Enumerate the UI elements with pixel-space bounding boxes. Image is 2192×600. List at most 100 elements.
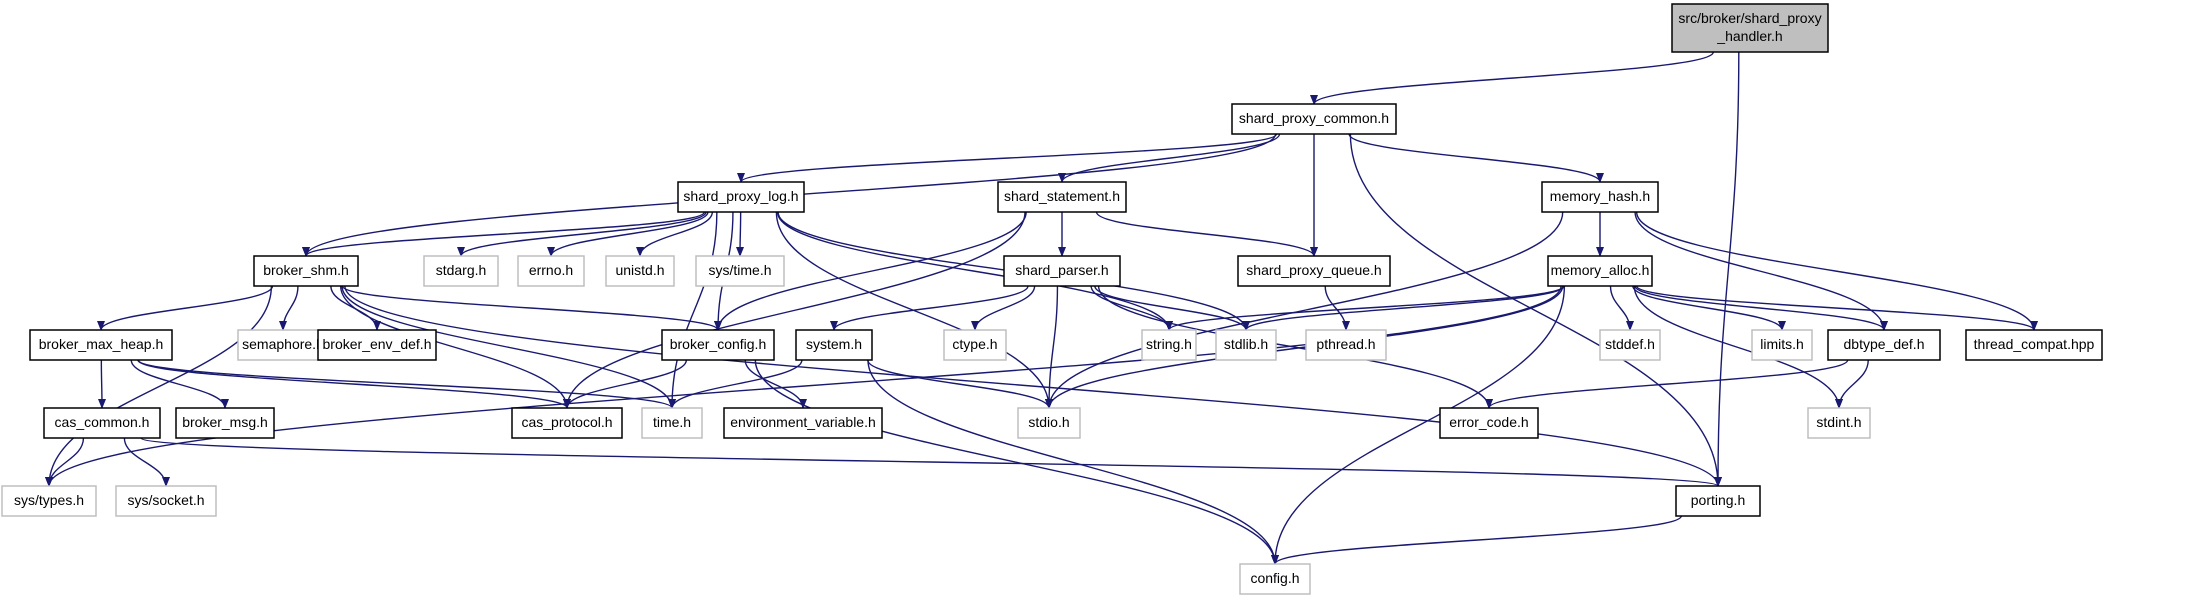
- edge-shard_statement-to-broker_config: [714, 211, 1027, 331]
- edge-cas_common-to-sys_types: [45, 437, 85, 487]
- node-shard_proxy_common[interactable]: shard_proxy_common.h: [1231, 103, 1397, 135]
- edge-broker_config-to-config: [754, 359, 1279, 565]
- node-broker_config[interactable]: broker_config.h: [661, 329, 775, 361]
- edge-memory_alloc-to-stdint: [1633, 285, 1843, 409]
- node-broker_env_def[interactable]: broker_env_def.h: [317, 329, 437, 361]
- node-label: time.h: [653, 414, 691, 430]
- edge-broker_config-to-cas_protocol: [563, 359, 688, 409]
- node-label: shard_proxy_log.h: [683, 188, 798, 204]
- node-label: environment_variable.h: [730, 414, 876, 430]
- node-thread_compat[interactable]: thread_compat.hpp: [1965, 329, 2103, 361]
- node-dbtype_def[interactable]: dbtype_def.h: [1827, 329, 1941, 361]
- node-label: semaphore.h: [242, 336, 324, 352]
- node-box: [1751, 329, 1813, 361]
- node-cas_protocol[interactable]: cas_protocol.h: [511, 407, 623, 439]
- node-label: sys/time.h: [708, 262, 771, 278]
- edge-broker_max_heap-to-broker_msg: [130, 359, 229, 409]
- node-system[interactable]: system.h: [795, 329, 873, 361]
- node-porting[interactable]: porting.h: [1675, 485, 1761, 517]
- edge-broker_shm-to-cas_protocol: [339, 285, 571, 409]
- node-label: errno.h: [529, 262, 573, 278]
- node-broker_shm[interactable]: broker_shm.h: [253, 255, 359, 287]
- node-box: [1239, 563, 1311, 595]
- node-label: broker_max_heap.h: [39, 336, 164, 352]
- edge-broker_shm-to-broker_max_heap: [97, 285, 274, 331]
- edge-shard_proxy_common-to-porting: [1349, 133, 1722, 487]
- edge-shard_proxy_log-to-sys_time: [736, 211, 745, 257]
- node-sys_types: sys/types.h: [1, 485, 97, 517]
- node-label: ctype.h: [952, 336, 997, 352]
- edge-shard_parser-to-error_code: [1097, 285, 1493, 409]
- node-config: config.h: [1239, 563, 1311, 595]
- edge-porting-to-config: [1271, 515, 1683, 565]
- edge-memory_hash-to-stdio: [1045, 211, 1564, 409]
- node-label: stdio.h: [1028, 414, 1069, 430]
- node-broker_msg[interactable]: broker_msg.h: [175, 407, 275, 439]
- node-memory_alloc[interactable]: memory_alloc.h: [1547, 255, 1653, 287]
- node-box: [1541, 181, 1659, 213]
- node-shard_parser[interactable]: shard_parser.h: [1003, 255, 1121, 287]
- node-box: [517, 255, 585, 287]
- node-label: unistd.h: [615, 262, 664, 278]
- edge-shard_proxy_log-to-stdarg: [457, 211, 707, 257]
- node-broker_max_heap[interactable]: broker_max_heap.h: [29, 329, 173, 361]
- node-label: config.h: [1250, 570, 1299, 586]
- node-box: [1671, 3, 1829, 53]
- edge-memory_hash-to-thread_compat: [1635, 211, 2038, 331]
- node-label: porting.h: [1691, 492, 1745, 508]
- edge-shard_proxy_log-to-string: [776, 211, 1173, 331]
- edge-root-to-porting: [1714, 51, 1740, 487]
- edge-dbtype_def-to-error_code: [1485, 359, 1849, 409]
- edge-memory_alloc-to-stdlib: [1242, 285, 1565, 331]
- edge-memory_alloc-to-dbtype_def: [1634, 285, 1888, 331]
- edge-shard_proxy_log-to-time: [668, 211, 718, 409]
- node-box: [423, 255, 499, 287]
- node-label: string.h: [1146, 336, 1192, 352]
- node-stdio: stdio.h: [1017, 407, 1081, 439]
- edge-memory_hash-to-dbtype_def: [1634, 211, 1888, 331]
- node-box: [1017, 407, 1081, 439]
- node-box: [723, 407, 883, 439]
- edge-shard_proxy_log-to-broker_shm: [302, 211, 706, 257]
- node-shard_statement[interactable]: shard_statement.h: [997, 181, 1127, 213]
- node-label: _handler.h: [1716, 28, 1782, 44]
- edge-broker_max_heap-to-cas_protocol: [137, 359, 571, 409]
- node-box: [43, 407, 161, 439]
- node-box: [29, 329, 173, 361]
- edge-system-to-config: [867, 359, 1279, 565]
- node-box: [1807, 407, 1871, 439]
- node-box: [641, 407, 703, 439]
- node-label: broker_msg.h: [182, 414, 268, 430]
- node-unistd: unistd.h: [605, 255, 675, 287]
- node-string: string.h: [1141, 329, 1197, 361]
- edge-memory_alloc-to-limits: [1632, 285, 1786, 331]
- edge-memory_alloc-to-stddef: [1609, 285, 1634, 331]
- edge-broker_shm-to-semaphore: [279, 285, 299, 331]
- node-ctype: ctype.h: [943, 329, 1007, 361]
- node-box: [1965, 329, 2103, 361]
- node-pthread: pthread.h: [1305, 329, 1387, 361]
- node-cas_common[interactable]: cas_common.h: [43, 407, 161, 439]
- edge-shard_proxy_queue-to-pthread: [1324, 285, 1350, 331]
- node-limits: limits.h: [1751, 329, 1813, 361]
- node-box: [237, 329, 329, 361]
- node-sys_time: sys/time.h: [695, 255, 785, 287]
- node-box: [1827, 329, 1941, 361]
- node-box: [661, 329, 775, 361]
- node-box: [253, 255, 359, 287]
- edge-shard_proxy_common-to-memory_hash: [1348, 133, 1604, 183]
- node-label: sys/socket.h: [127, 492, 204, 508]
- node-label: stddef.h: [1605, 336, 1655, 352]
- node-box: [943, 329, 1007, 361]
- node-shard_proxy_queue[interactable]: shard_proxy_queue.h: [1237, 255, 1391, 287]
- node-semaphore: semaphore.h: [237, 329, 329, 361]
- node-memory_hash[interactable]: memory_hash.h: [1541, 181, 1659, 213]
- node-box: [511, 407, 623, 439]
- node-environment_variable[interactable]: environment_variable.h: [723, 407, 883, 439]
- edge-shard_proxy_log-to-unistd: [636, 211, 714, 257]
- node-label: broker_env_def.h: [323, 336, 432, 352]
- node-box: [997, 181, 1127, 213]
- node-error_code[interactable]: error_code.h: [1439, 407, 1539, 439]
- node-shard_proxy_log[interactable]: shard_proxy_log.h: [677, 181, 805, 213]
